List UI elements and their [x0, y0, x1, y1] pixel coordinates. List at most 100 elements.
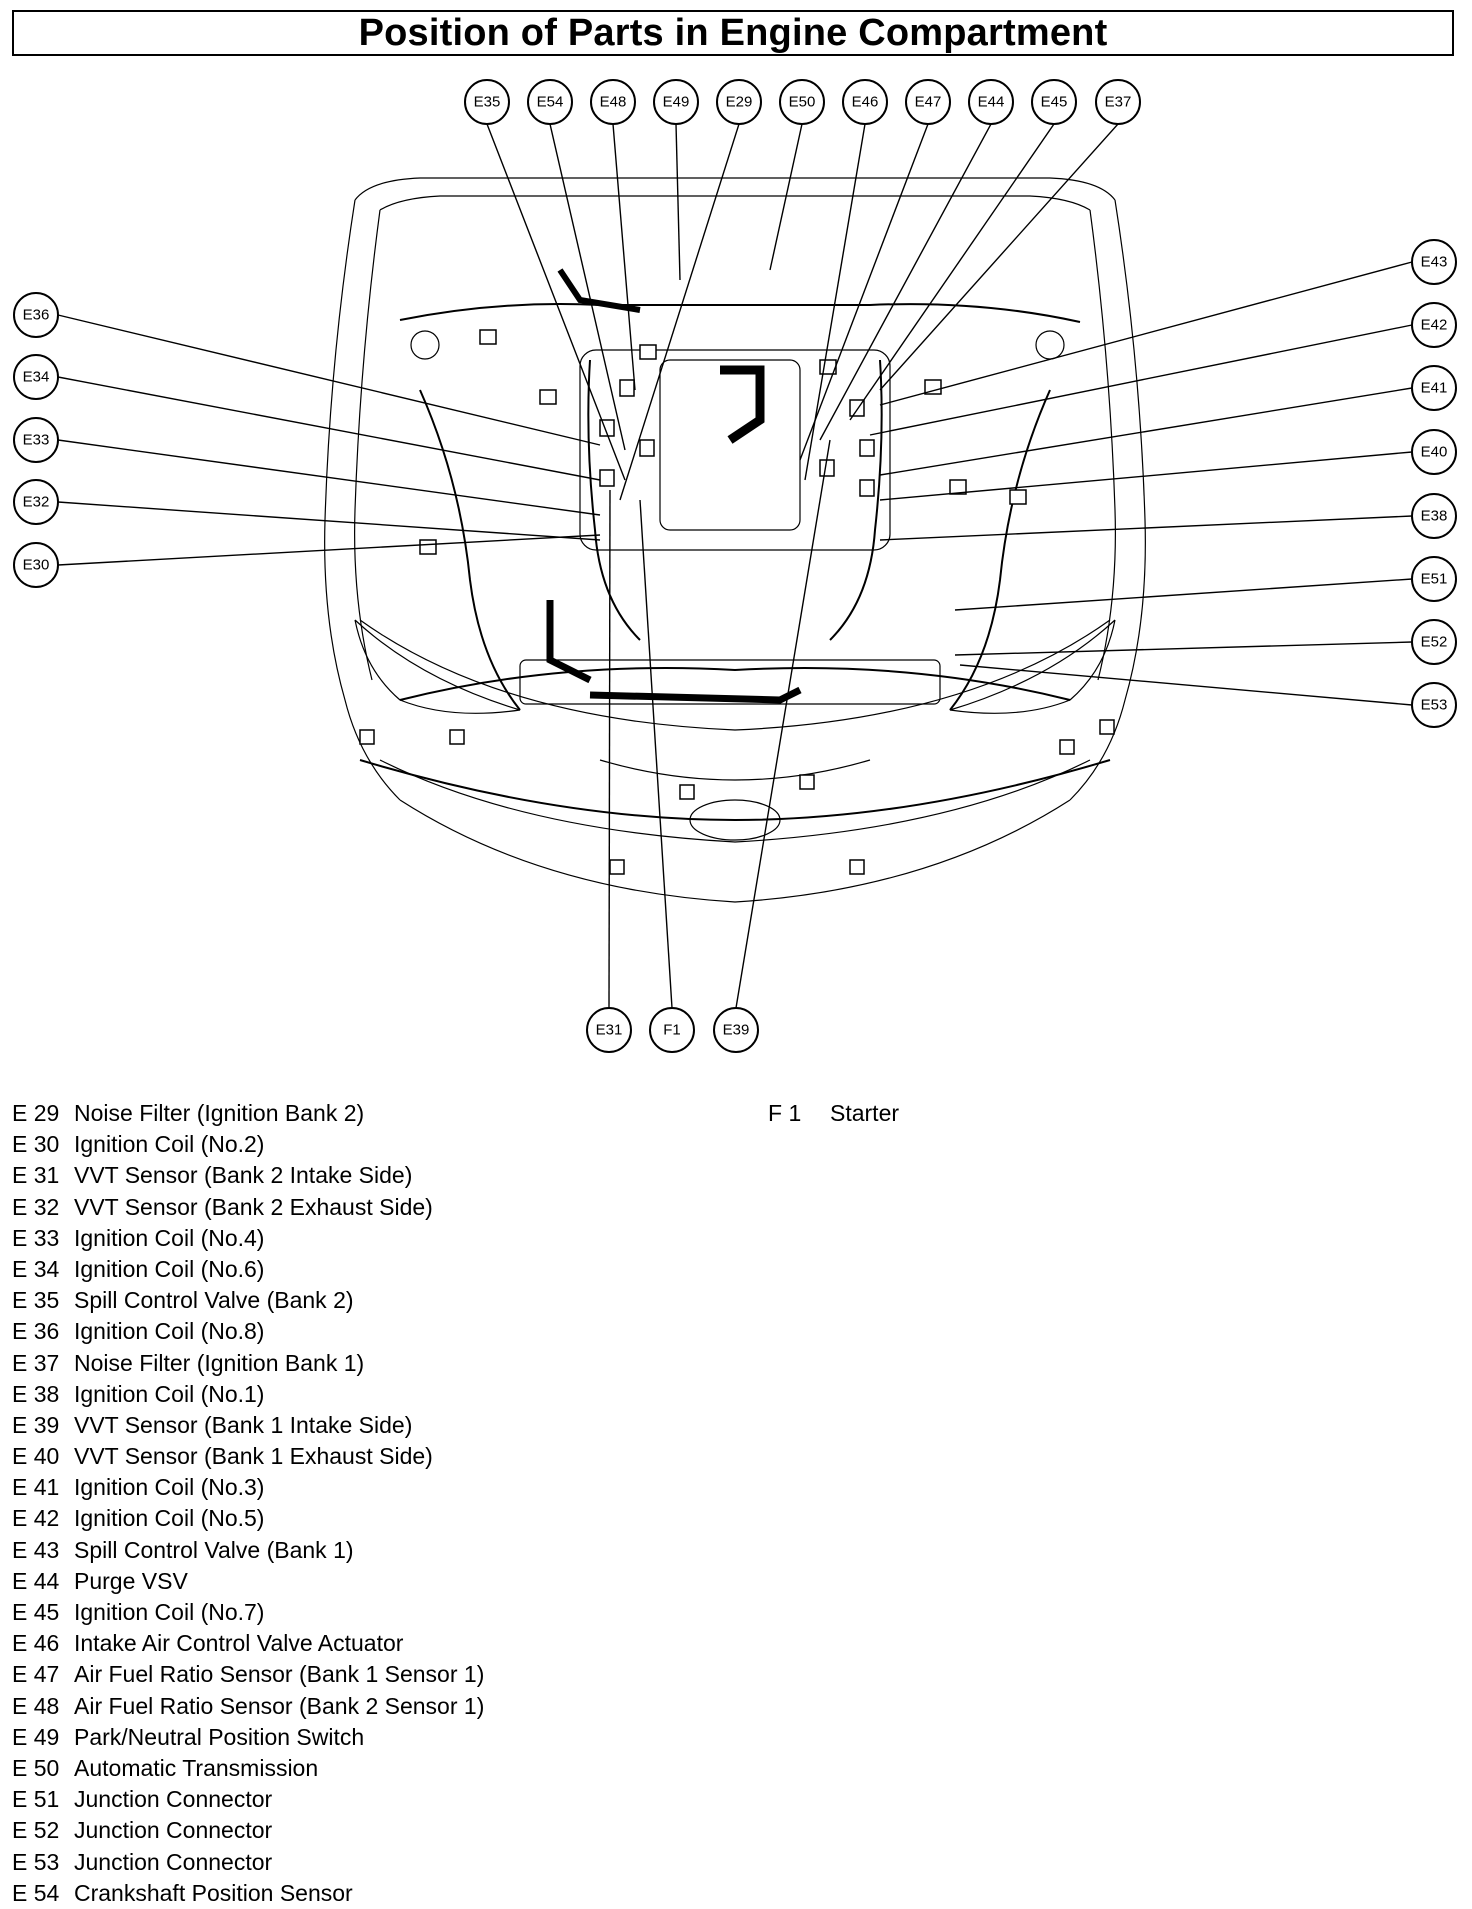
callout-e50: E50 — [779, 79, 825, 125]
legend-code: E 40 — [12, 1443, 60, 1470]
engine-block — [579, 349, 891, 551]
harness-front — [399, 667, 1071, 701]
legend-description: Ignition Coil (No.8) — [74, 1318, 265, 1345]
callout-label: E41 — [1421, 380, 1448, 397]
callout-circle — [13, 542, 59, 588]
legend-description: Park/Neutral Position Switch — [74, 1723, 365, 1750]
legend-description: Noise Filter (Ignition Bank 1) — [74, 1349, 365, 1376]
connector — [449, 729, 465, 745]
legend-code: E 37 — [12, 1349, 60, 1376]
left-strut-tower — [410, 330, 440, 360]
connector — [639, 439, 655, 457]
leader-line — [57, 501, 601, 541]
callout-label: E53 — [1421, 697, 1448, 714]
callout-label: E52 — [1421, 634, 1448, 651]
callout-e29: E29 — [716, 79, 762, 125]
harness-main-upper — [399, 303, 1081, 323]
leader-line — [735, 439, 831, 1009]
harness-thick-vert — [546, 600, 592, 684]
callout-circle — [13, 292, 59, 338]
leader-line — [619, 123, 740, 501]
callout-e42: E42 — [1411, 302, 1457, 348]
callout-circle — [1411, 682, 1457, 728]
harness-left-bank — [587, 359, 641, 641]
cowl-outline — [354, 177, 1116, 201]
connector — [539, 389, 557, 405]
callout-circle — [1031, 79, 1077, 125]
legend-code: E 36 — [12, 1318, 60, 1345]
legend-description: Noise Filter (Ignition Bank 2) — [74, 1100, 365, 1126]
connector — [849, 859, 865, 875]
connector-boxes — [359, 329, 1115, 875]
connector — [359, 729, 375, 745]
leader-lines — [57, 123, 1413, 1009]
connector — [859, 479, 875, 497]
legend-code: E 35 — [12, 1287, 60, 1314]
callout-circle — [13, 354, 59, 400]
legend-description: VVT Sensor (Bank 2 Exhaust Side) — [74, 1193, 433, 1220]
connector — [619, 379, 635, 397]
front-bumper-edge — [399, 799, 1071, 903]
connector — [419, 539, 437, 555]
leader-line — [959, 664, 1413, 706]
connector — [639, 344, 657, 360]
callout-e36: E36 — [13, 292, 59, 338]
callout-e35: E35 — [464, 79, 510, 125]
harness-thick-front — [589, 686, 802, 704]
legend-description: Spill Control Valve (Bank 2) — [74, 1287, 354, 1314]
callout-circle — [1411, 556, 1457, 602]
legend-description: Junction Connector — [74, 1848, 273, 1875]
callout-circle — [1411, 239, 1457, 285]
title-box: Position of Parts in Engine Compartment — [12, 10, 1454, 56]
leader-line — [849, 123, 1055, 421]
callout-label: E46 — [852, 94, 879, 111]
callout-e39: E39 — [713, 1007, 759, 1053]
callout-e37: E37 — [1095, 79, 1141, 125]
callout-circle — [905, 79, 951, 125]
legend-code: E 41 — [12, 1474, 60, 1501]
legend-description: Spill Control Valve (Bank 1) — [74, 1536, 354, 1563]
leader-line — [675, 123, 681, 281]
callout-label: E50 — [789, 94, 816, 111]
connector — [609, 859, 625, 875]
right-fender — [1069, 199, 1146, 801]
callout-circle — [653, 79, 699, 125]
leader-line — [879, 515, 1413, 541]
callout-label: F1 — [663, 1022, 681, 1039]
left-headlight — [354, 619, 521, 714]
callout-label: E42 — [1421, 317, 1448, 334]
connector — [1059, 739, 1075, 755]
callout-e44: E44 — [968, 79, 1014, 125]
callout-circle — [1411, 619, 1457, 665]
callout-e54: E54 — [527, 79, 573, 125]
legend-code: E 54 — [12, 1879, 60, 1906]
radiator-support — [519, 659, 941, 705]
callout-label: E48 — [600, 94, 627, 111]
callout-e47: E47 — [905, 79, 951, 125]
legend-description: Ignition Coil (No.5) — [74, 1505, 265, 1532]
leader-line — [57, 534, 601, 566]
callout-circle — [649, 1007, 695, 1053]
callout-e38: E38 — [1411, 493, 1457, 539]
legend-code: E 31 — [12, 1162, 60, 1189]
legend-code: E 46 — [12, 1630, 60, 1657]
callout-label: E45 — [1041, 94, 1068, 111]
intake-manifold — [659, 359, 801, 531]
legend-code: E 33 — [12, 1224, 60, 1251]
callout-e53: E53 — [1411, 682, 1457, 728]
vehicle-outline — [324, 177, 1146, 903]
legend-code: E 53 — [12, 1848, 60, 1875]
front-bumper — [359, 619, 1111, 731]
leader-line — [954, 641, 1413, 656]
leader-line — [486, 123, 626, 481]
connector — [679, 784, 695, 800]
legend-description: Junction Connector — [74, 1817, 273, 1844]
